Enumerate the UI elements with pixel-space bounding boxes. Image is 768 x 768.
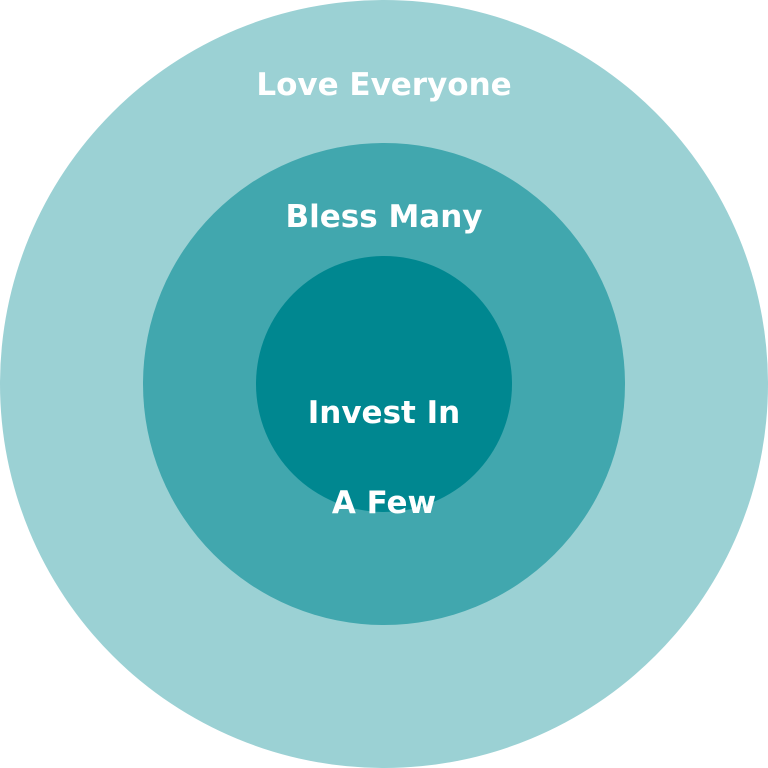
middle-circle-label: Bless Many [285,199,483,235]
inner-circle-label-line-1: Invest In [307,395,461,431]
outer-circle-label: Love Everyone [256,67,512,103]
inner-circle [256,256,512,512]
inner-circle-label: Invest In A Few [0,346,768,571]
inner-circle-label-line-2: A Few [331,485,437,521]
